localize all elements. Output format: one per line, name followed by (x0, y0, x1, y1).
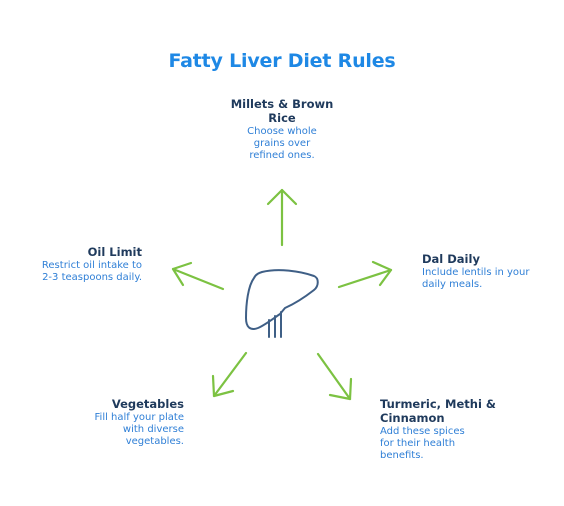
rule-millets-description: Choose whole grains over refined ones. (247, 126, 317, 161)
page-title: Fatty Liver Diet Rules (168, 50, 396, 72)
rule-oil-description: Restrict oil intake to 2-3 teaspoons dai… (41, 260, 142, 283)
arrow-lower-left (211, 351, 248, 398)
rule-turmeric-heading: Turmeric, Methi & Cinnamon (380, 397, 496, 425)
arrow-upper-right (337, 260, 393, 289)
rule-oil: Oil Limit Restrict oil intake to 2-3 tea… (36, 245, 142, 284)
rule-millets-heading: Millets & Brown Rice (230, 97, 334, 125)
rule-oil-heading: Oil Limit (87, 245, 142, 259)
rule-dal-heading: Dal Daily (422, 252, 480, 266)
rule-turmeric: Turmeric, Methi & Cinnamon Add these spi… (380, 397, 500, 462)
arrow-lower-right (316, 352, 353, 401)
rule-dal: Dal Daily Include lentils in your daily … (422, 252, 530, 291)
rule-dal-description: Include lentils in your daily meals. (422, 267, 530, 290)
rule-millets: Millets & Brown Rice Choose whole grains… (222, 97, 342, 162)
arrow-upper-left (171, 261, 225, 291)
rule-vegetables: Vegetables Fill half your plate with div… (84, 397, 184, 448)
rule-vegetables-heading: Vegetables (111, 397, 184, 411)
rule-vegetables-description: Fill half your plate with diverse vegeta… (94, 412, 184, 447)
liver-icon (245, 269, 319, 338)
rule-turmeric-description: Add these spices for their health benefi… (380, 426, 465, 461)
arrow-up (266, 188, 298, 247)
